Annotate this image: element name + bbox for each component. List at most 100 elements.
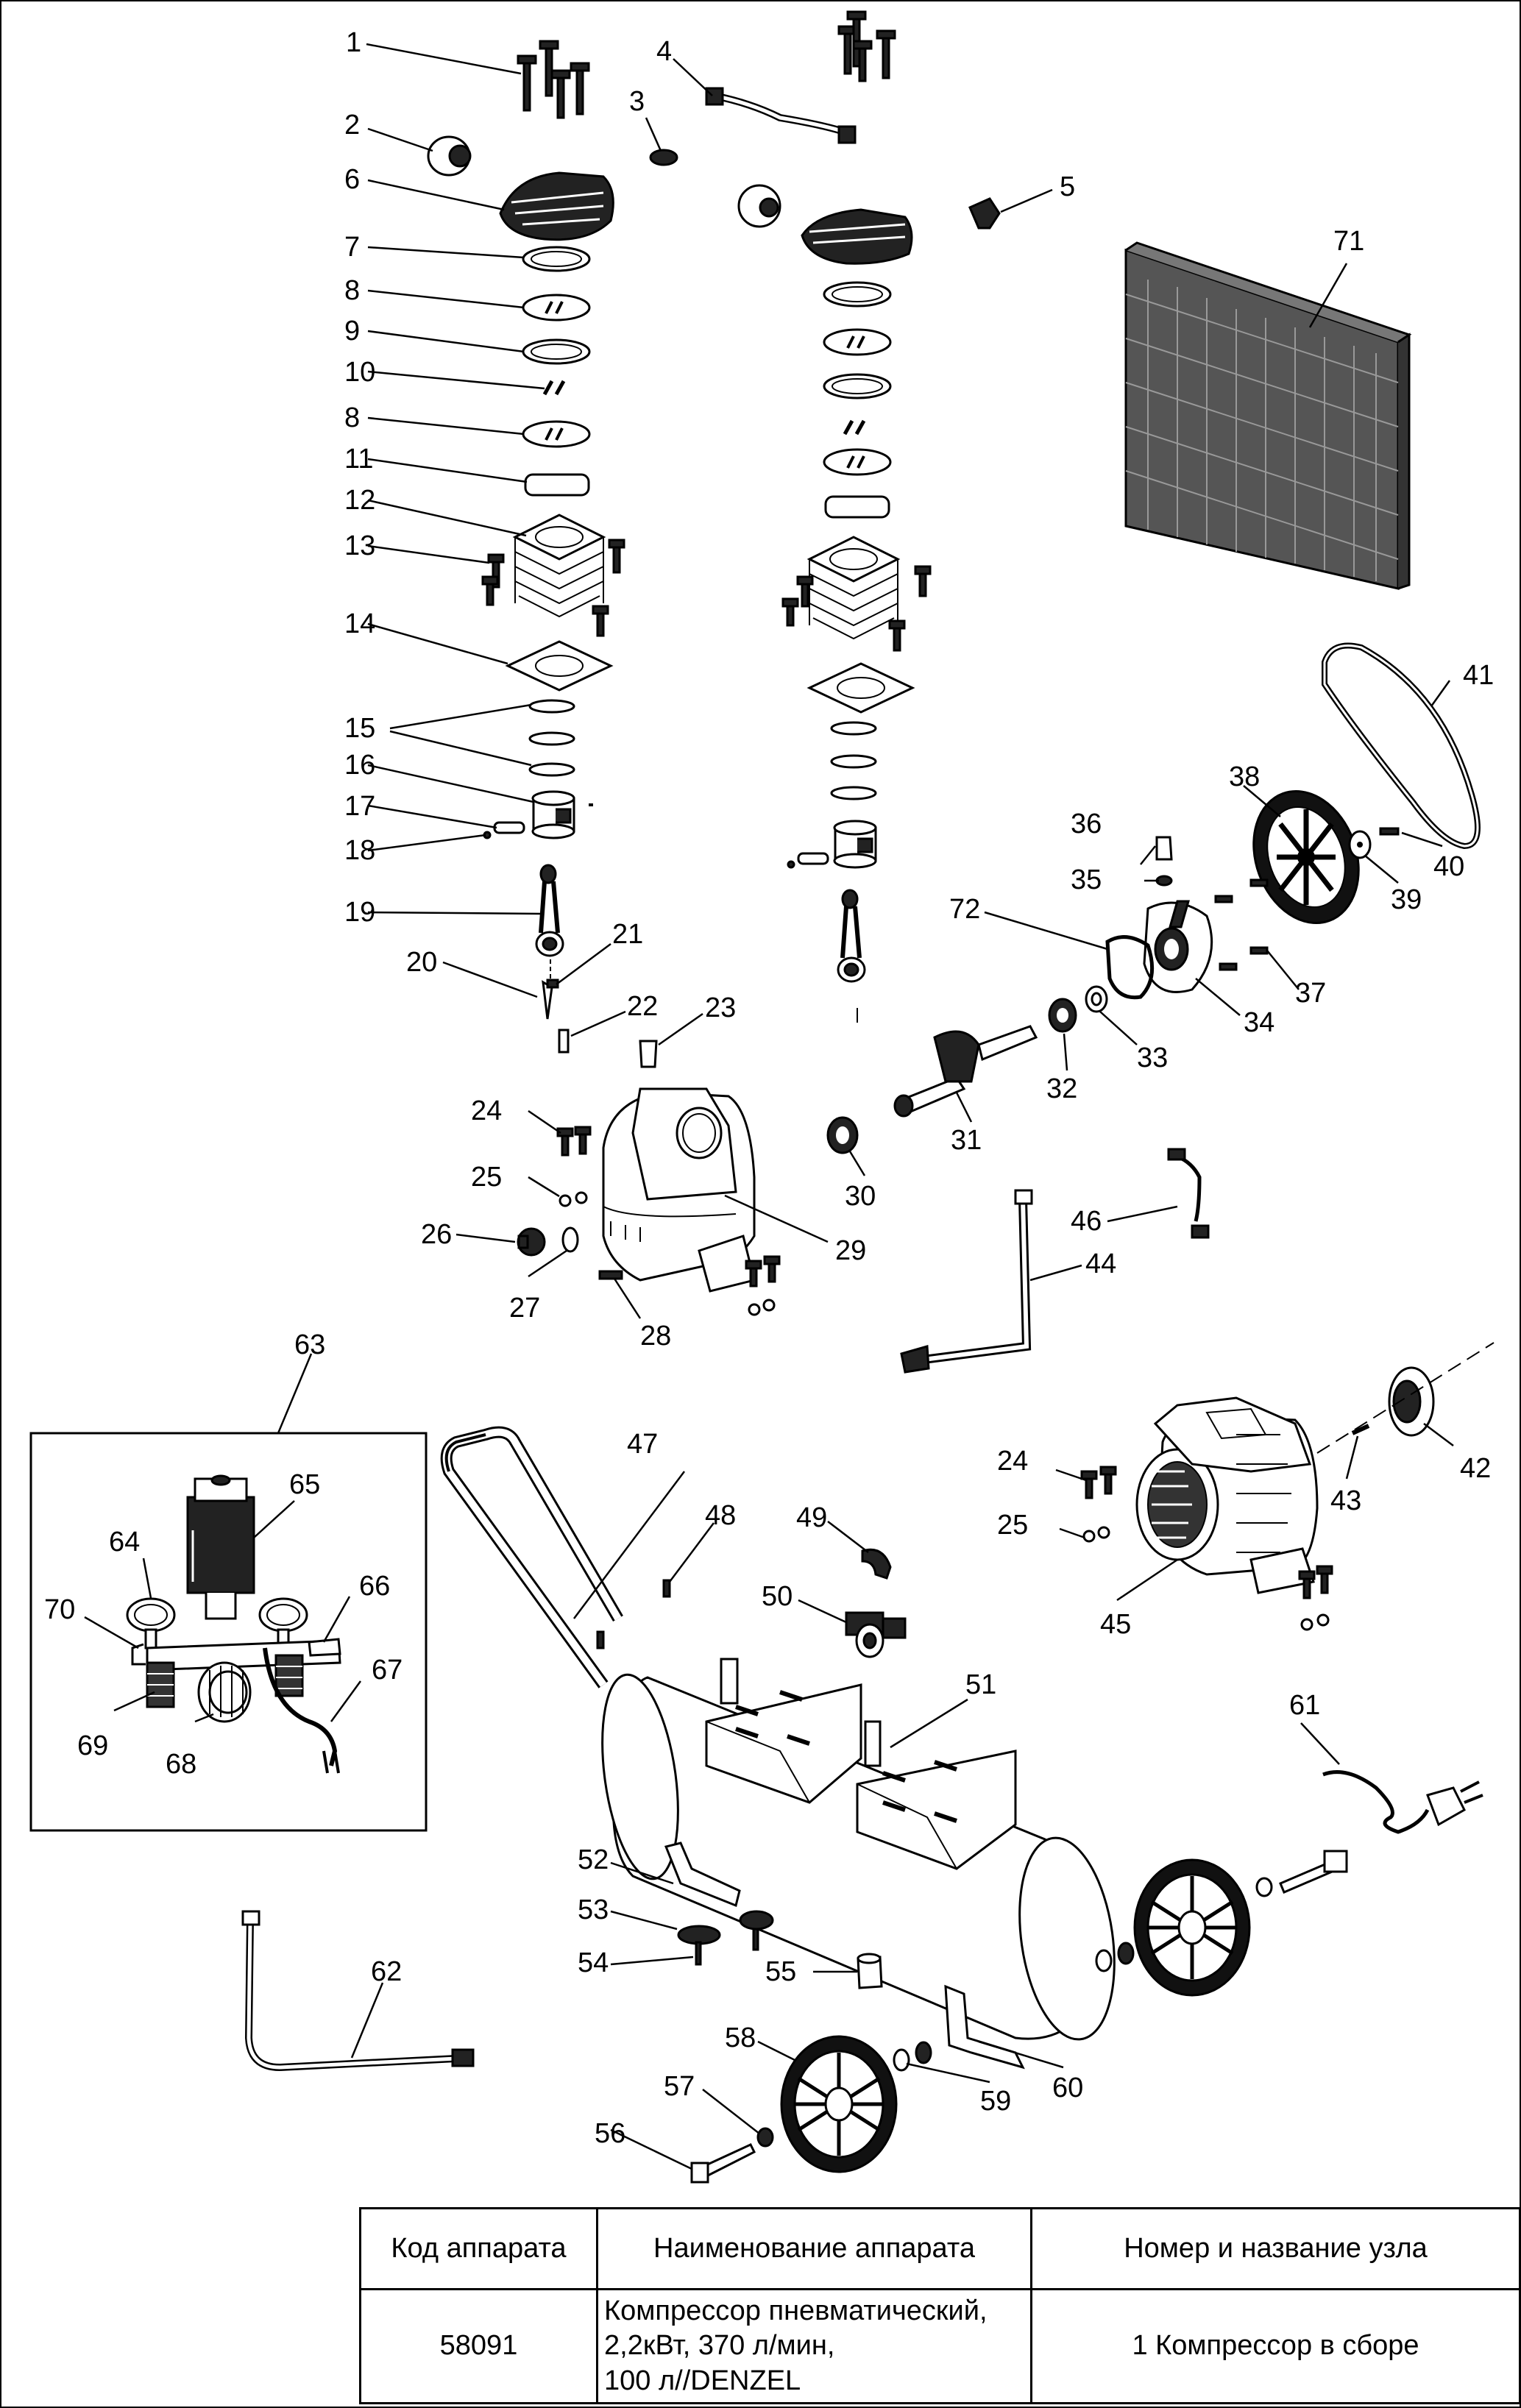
nut-part-3 [649, 149, 678, 166]
regulator-knob-part-68 [197, 1661, 252, 1723]
head-bolts-left [517, 40, 590, 119]
valve-plate-part [522, 420, 591, 448]
cylinder-bolts [481, 539, 625, 637]
left-cylinder-stack [427, 40, 625, 1054]
flywheel-part [1252, 789, 1360, 925]
callout-45: 45 [1100, 1609, 1131, 1640]
cell-assembly: 1 Компрессор в сборе [1030, 2288, 1521, 2404]
cylinder-part [512, 514, 606, 618]
air-tank-part [601, 1658, 1116, 2041]
callout-42: 42 [1460, 1453, 1491, 1484]
nuts-part-25 [559, 1191, 588, 1207]
cylinder-head-part [801, 208, 913, 265]
elbow-part-49 [861, 1548, 892, 1580]
rubber-foot-part-53 [677, 1925, 721, 1945]
callout-20: 20 [406, 947, 437, 978]
callout-10: 10 [344, 357, 375, 388]
callout-3: 3 [629, 86, 645, 117]
callout-33: 33 [1137, 1043, 1168, 1073]
callout-1: 1 [346, 27, 361, 58]
callout-68: 68 [166, 1749, 196, 1780]
cylinder-gasket-part [505, 640, 614, 692]
callout-9: 9 [344, 316, 360, 347]
bolts-part-24 [556, 1126, 592, 1157]
callout-30: 30 [845, 1181, 876, 1212]
assembly-info-table: Код аппарата Наименование аппарата Номер… [359, 2207, 1521, 2404]
callout-12: 12 [344, 485, 375, 516]
fitting-right [308, 1638, 341, 1657]
pressure-switch-part-65 [186, 1474, 255, 1620]
right-cylinder-stack [737, 10, 932, 1023]
table-header-row: Код аппарата Наименование аппарата Номер… [359, 2207, 1521, 2290]
callout-67: 67 [372, 1655, 403, 1686]
wheel-part-58 [780, 2035, 898, 2173]
callout-11: 11 [344, 444, 373, 475]
electric-motor-part [1135, 1396, 1319, 1594]
hose-part-62 [241, 1910, 475, 2072]
cover-bolts-37 [1214, 878, 1269, 971]
callout-70: 70 [44, 1594, 75, 1625]
callout-8: 8 [344, 275, 360, 306]
callout-27: 27 [509, 1293, 540, 1324]
quick-coupler-part-69 [146, 1661, 175, 1708]
crankcase-bolts [745, 1255, 781, 1316]
breather-part-36 [1155, 836, 1173, 861]
air-pipe-4 [705, 87, 857, 144]
callout-34: 34 [1244, 1007, 1274, 1038]
axle-bolt-part-56 [690, 2143, 756, 2184]
callout-40: 40 [1433, 851, 1464, 882]
elbow-part-5 [968, 197, 1001, 230]
pressure-gauge-part-66 [258, 1597, 308, 1649]
name-line-1: Компрессор пневматический, [604, 2295, 988, 2326]
power-cord-part-61 [1322, 1770, 1483, 1834]
callout-61: 61 [1289, 1690, 1320, 1721]
callout-15: 15 [344, 713, 375, 744]
callout-21: 21 [612, 919, 643, 950]
cell-name: Компрессор пневматический, 2,2кВт, 370 л… [596, 2288, 1032, 2404]
callout-28: 28 [640, 1321, 671, 1352]
washer-part-57 [756, 2127, 774, 2148]
callout-13: 13 [344, 530, 375, 561]
callout-72: 72 [949, 894, 980, 925]
callout-48: 48 [705, 1500, 736, 1531]
piston-ring-part [528, 699, 575, 714]
handle-part-47 [440, 1426, 623, 1688]
guard-grille-part [1124, 241, 1412, 590]
tank-foot-part-52 [664, 1841, 741, 1908]
callout-16: 16 [344, 750, 375, 781]
callout-56: 56 [595, 2118, 625, 2149]
motor-pulley-part [1388, 1366, 1435, 1437]
callout-2: 2 [344, 110, 360, 141]
cable-part-46 [1177, 1154, 1202, 1222]
callout-69: 69 [77, 1730, 108, 1761]
callout-22: 22 [627, 991, 658, 1022]
callout-65: 65 [289, 1469, 320, 1500]
wheel-part-back [1133, 1858, 1251, 1997]
fitting-part-70 [131, 1643, 146, 1666]
valve-cap-part [427, 135, 472, 177]
callout-23: 23 [705, 992, 736, 1023]
callout-64: 64 [109, 1527, 140, 1558]
cylinder-head-part [499, 171, 614, 241]
screw-part-54 [695, 1941, 702, 1966]
piston-pin-part [493, 821, 525, 834]
drain-screw-part-28 [598, 1270, 623, 1280]
header-name: Наименование аппарата [596, 2207, 1032, 2290]
seal-ring-part-27 [561, 1226, 579, 1253]
callout-52: 52 [578, 1844, 609, 1875]
bolt-part-40 [1379, 827, 1400, 836]
name-line-3: 100 л//DENZEL [604, 2365, 801, 2396]
oil-plug-part-26 [517, 1227, 546, 1257]
callout-59: 59 [980, 2086, 1011, 2117]
table-row: 58091 Компрессор пневматический, 2,2кВт,… [359, 2288, 1521, 2404]
header-assembly: Номер и название узла [1030, 2207, 1521, 2290]
gasket-part [524, 473, 590, 497]
callout-49: 49 [796, 1502, 827, 1533]
callout-71: 71 [1333, 226, 1364, 257]
callout-57: 57 [664, 2071, 695, 2102]
callout-63: 63 [294, 1329, 325, 1360]
fitting-part-23 [639, 1040, 658, 1068]
callout-55: 55 [765, 1956, 796, 1987]
